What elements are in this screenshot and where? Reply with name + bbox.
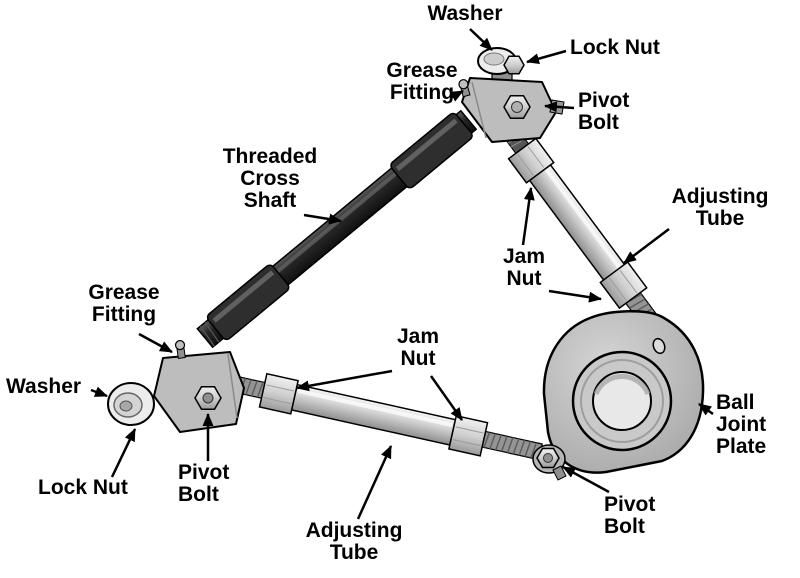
grease-fitting-left-part <box>174 339 186 359</box>
jam-nut-upper-bottom <box>599 261 648 310</box>
leader-threaded-cross-shaft <box>303 213 342 225</box>
lower-pivot-joint <box>107 339 245 433</box>
label-grease-fitting-top: Grease Fitting <box>386 59 458 104</box>
jam-nut-upper-top <box>507 137 555 184</box>
plate-small-hole <box>652 337 666 355</box>
leader-washer-top <box>469 28 493 51</box>
leader-adjusting-tube-lower <box>356 445 393 520</box>
label-adjusting-tube-lower: Adjusting Tube <box>305 519 403 564</box>
lock-nut-top-part <box>503 55 525 75</box>
leader-jam-nut-lower-b <box>429 375 464 421</box>
leader-washer-left <box>90 386 108 398</box>
label-threaded-cross-shaft: Threaded Cross Shaft <box>222 145 318 212</box>
leader-ball-joint-plate <box>698 402 714 416</box>
leader-jam-nut-upper-b <box>548 289 602 303</box>
label-pivot-bolt-right: Pivot Bolt <box>604 493 656 538</box>
leader-adjusting-tube-upper <box>623 228 670 264</box>
leader-jam-nut-upper-a <box>521 187 535 246</box>
label-grease-fitting-left: Grease Fitting <box>88 281 160 326</box>
leader-grease-fitting-top <box>449 89 464 102</box>
leader-pivot-bolt-top <box>544 101 575 113</box>
leader-grease-fitting-left <box>138 332 173 354</box>
label-washer-top: Washer <box>427 2 503 25</box>
pivot-bolt-right-part <box>532 444 567 481</box>
ball-joint-hole <box>592 371 652 431</box>
leader-jam-nut-lower-a <box>296 369 393 392</box>
label-ball-joint-plate: Ball Joint Plate <box>716 391 767 458</box>
label-washer-left: Washer <box>6 375 82 398</box>
leader-lock-nut-top <box>526 49 567 65</box>
leader-lock-nut-left <box>110 428 137 478</box>
label-lock-nut-top: Lock Nut <box>570 36 660 59</box>
leader-arrows <box>90 28 714 520</box>
jam-nut-lower-left <box>258 372 300 415</box>
leader-pivot-bolt-right <box>562 465 610 494</box>
label-adjusting-tube-upper: Adjusting Tube <box>671 185 769 230</box>
label-jam-nut-lower: Jam Nut <box>396 325 440 370</box>
jam-nut-lower-right <box>448 414 489 457</box>
label-jam-nut-upper: Jam Nut <box>502 245 546 290</box>
adjusting-tube-lower-part <box>223 372 543 461</box>
label-pivot-bolt-left: Pivot Bolt <box>178 461 230 506</box>
ball-joint-plate-part <box>542 310 705 474</box>
upper-pivot-joint <box>458 47 565 143</box>
label-lock-nut-left: Lock Nut <box>38 476 128 499</box>
label-pivot-bolt-top: Pivot Bolt <box>578 89 630 134</box>
